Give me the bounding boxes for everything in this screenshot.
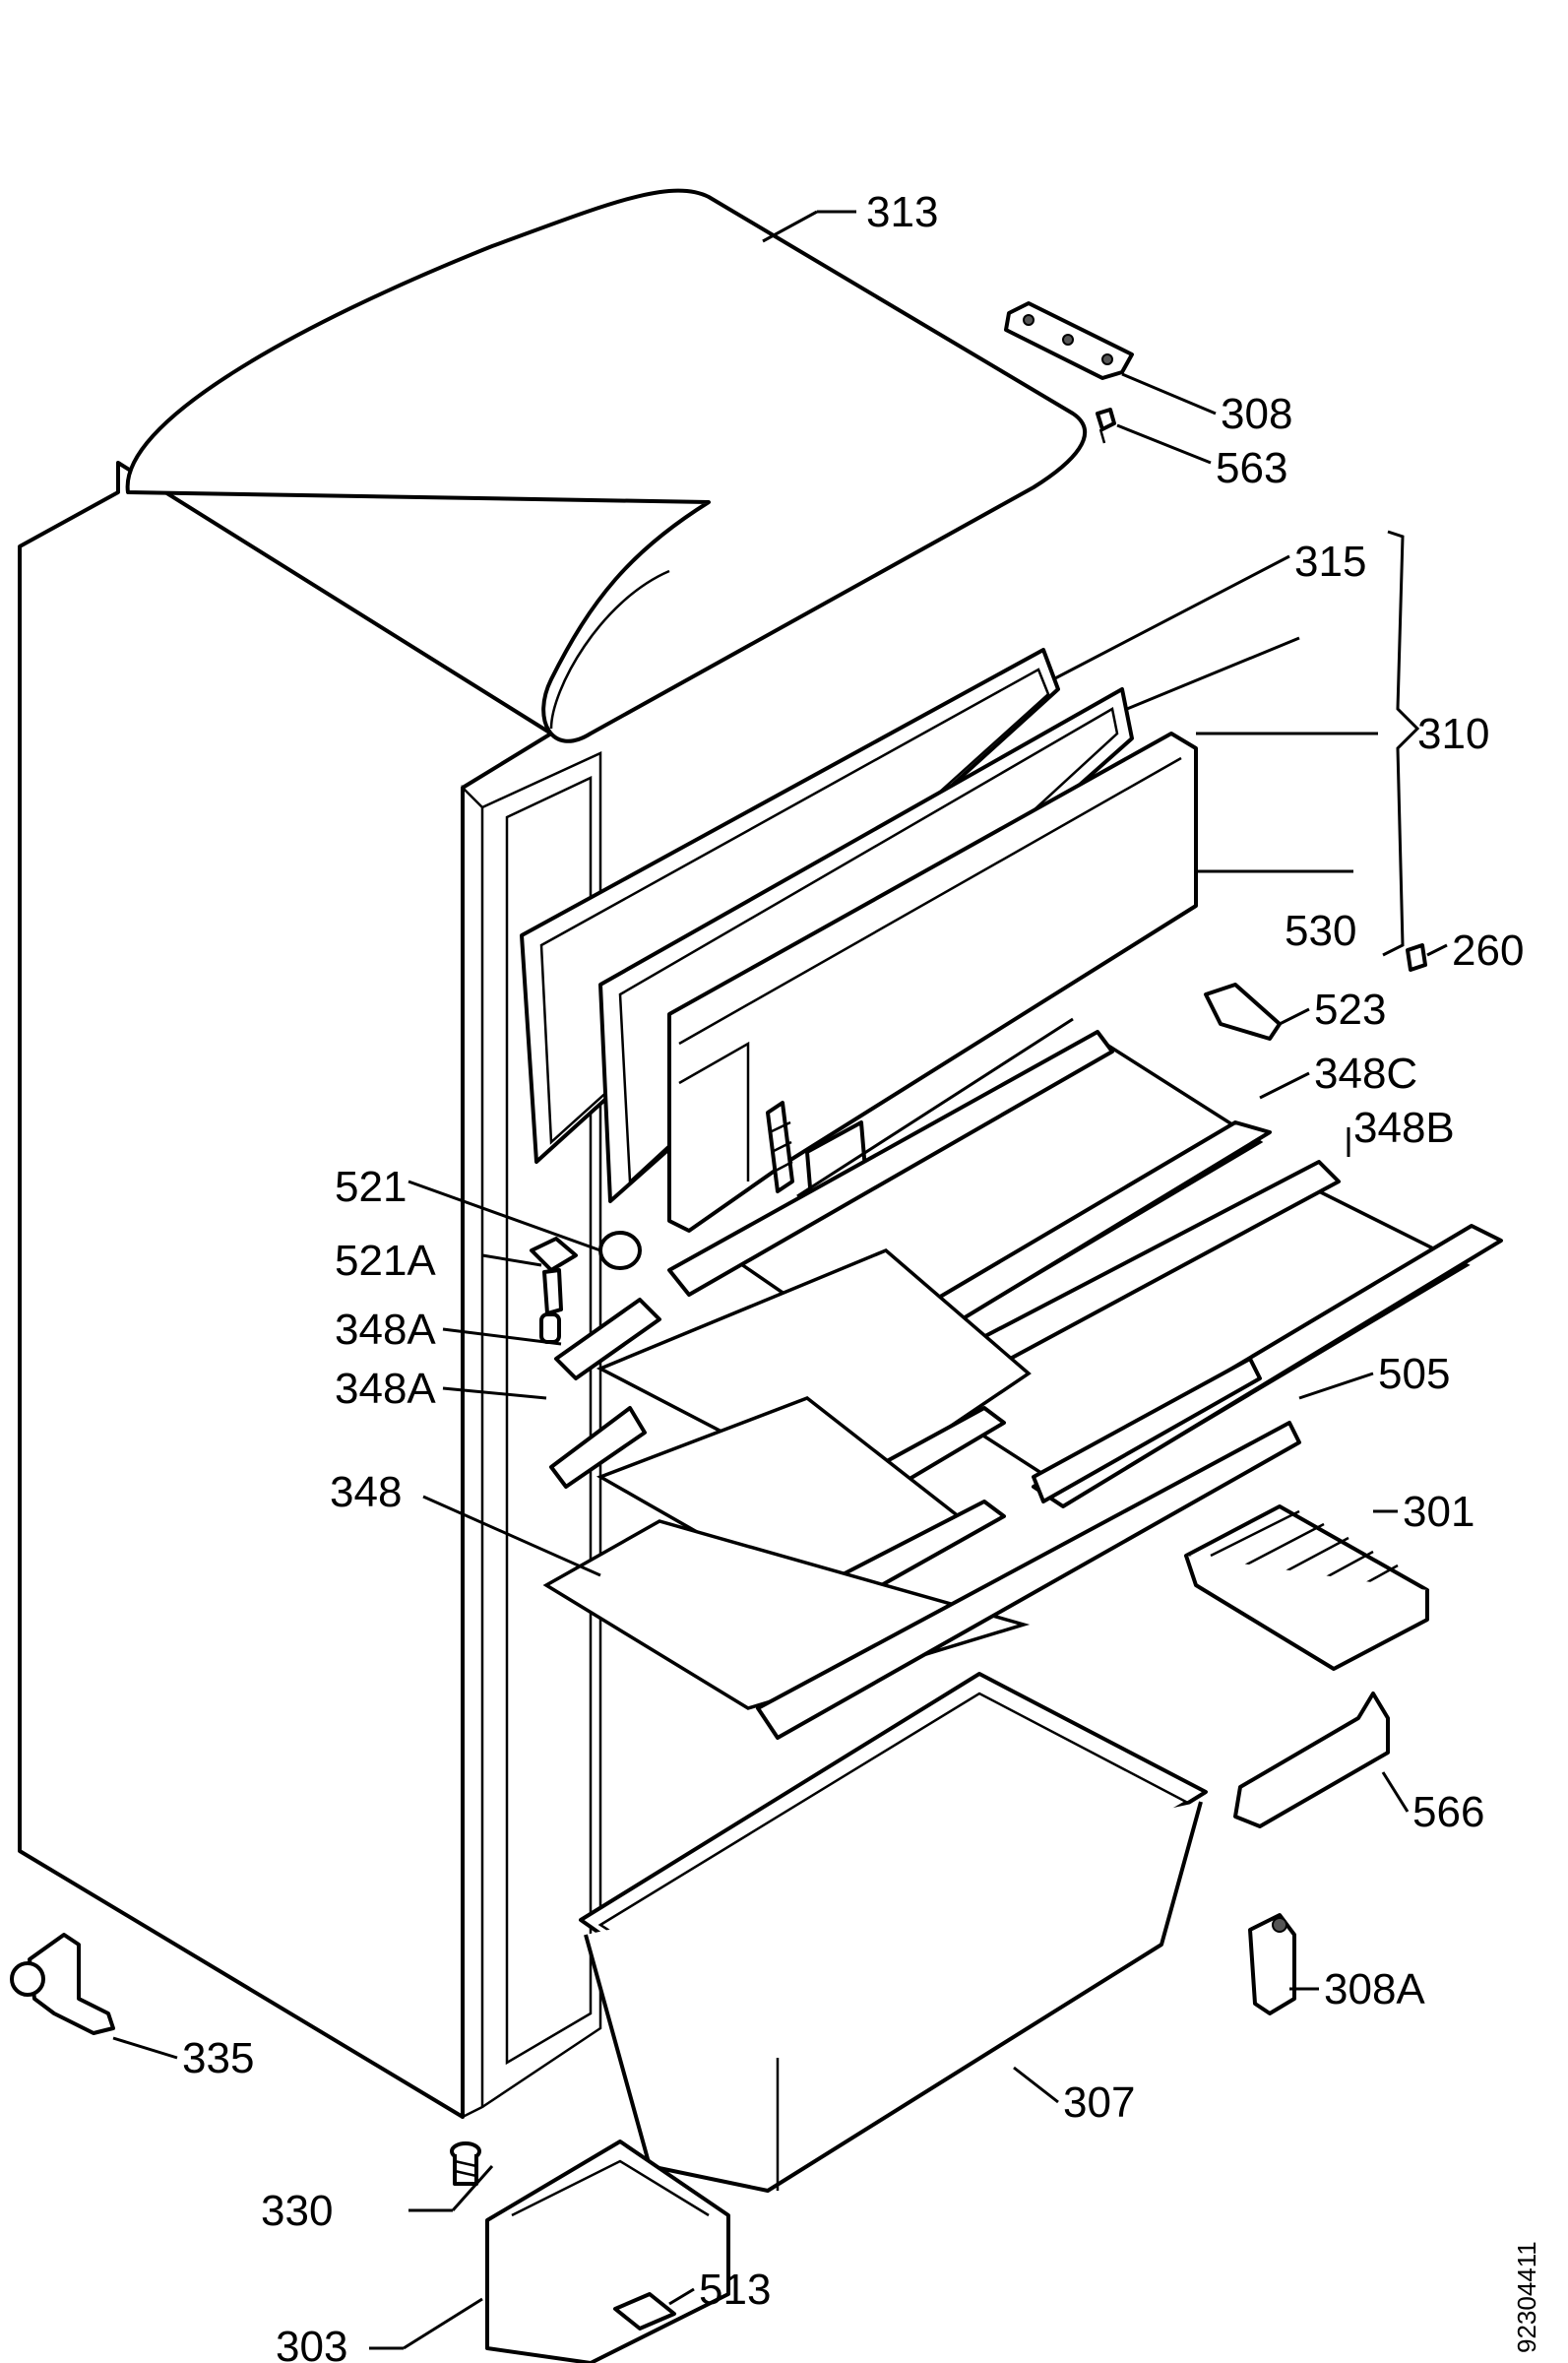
foot-screw	[450, 2141, 481, 2186]
label-330: 330	[261, 2187, 333, 2235]
label-348: 348	[330, 1468, 402, 1516]
crisper-drawer	[579, 1672, 1208, 2193]
label-313: 313	[866, 188, 938, 236]
callout-labels: 313 308 563 315 310 530 260 523 348C 348…	[182, 188, 1524, 2363]
hinge-plate	[1004, 301, 1134, 380]
switch-523	[1204, 983, 1282, 1041]
label-315: 315	[1294, 538, 1366, 586]
ice-tray	[1184, 1504, 1429, 1671]
screw-563	[1096, 408, 1116, 444]
lamp-bulb-521a	[530, 1237, 578, 1344]
label-260: 260	[1452, 926, 1524, 975]
rail-505	[756, 1357, 1301, 1740]
cabinet	[18, 461, 602, 2120]
label-303: 303	[276, 2323, 347, 2363]
label-505: 505	[1378, 1350, 1450, 1398]
label-348a-upper: 348A	[335, 1306, 436, 1354]
lamp-cap-521	[598, 1231, 642, 1270]
label-513: 513	[699, 2266, 771, 2314]
clip-513	[613, 2292, 676, 2331]
door-frames	[520, 648, 1198, 1233]
label-335: 335	[182, 2034, 254, 2082]
shelf-348	[542, 1519, 1031, 1710]
label-523: 523	[1314, 986, 1386, 1034]
label-566: 566	[1412, 1788, 1484, 1836]
label-301: 301	[1403, 1488, 1474, 1536]
ice-scraper	[1233, 1692, 1390, 1828]
label-310: 310	[1417, 710, 1489, 758]
bracket-310	[1382, 530, 1420, 957]
label-521: 521	[335, 1163, 407, 1211]
document-number: 92304411	[1512, 2241, 1541, 2353]
hinge-308a	[1248, 1913, 1296, 2015]
label-530: 530	[1285, 907, 1356, 955]
label-521a: 521A	[335, 1237, 436, 1285]
clip-260	[1406, 943, 1427, 972]
label-307: 307	[1063, 2078, 1135, 2127]
label-308a: 308A	[1324, 1965, 1425, 2013]
label-348a-lower: 348A	[335, 1365, 436, 1413]
bottom-hinge	[10, 1933, 115, 2035]
leader-lines	[112, 210, 1448, 2350]
label-563: 563	[1216, 444, 1287, 492]
top-cover	[125, 188, 1088, 743]
label-348b: 348B	[1353, 1104, 1455, 1152]
label-308: 308	[1221, 390, 1292, 438]
label-348c: 348C	[1314, 1050, 1417, 1098]
